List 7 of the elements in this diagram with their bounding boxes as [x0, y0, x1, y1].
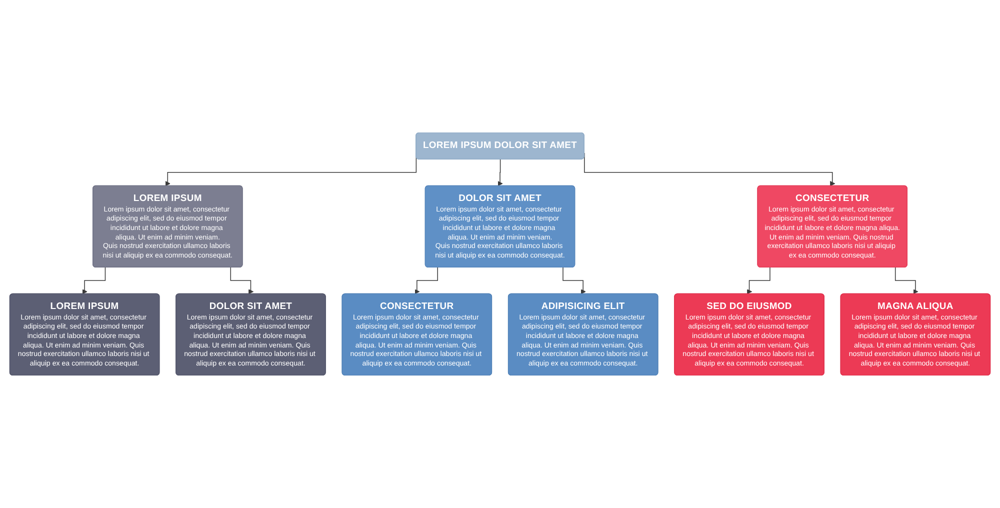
- arrow: [498, 159, 503, 186]
- arrow: [82, 267, 106, 294]
- arrow: [414, 267, 438, 294]
- arrow: [230, 267, 254, 294]
- arrow: [562, 267, 586, 294]
- arrow: [894, 267, 918, 294]
- arrow: [746, 267, 770, 294]
